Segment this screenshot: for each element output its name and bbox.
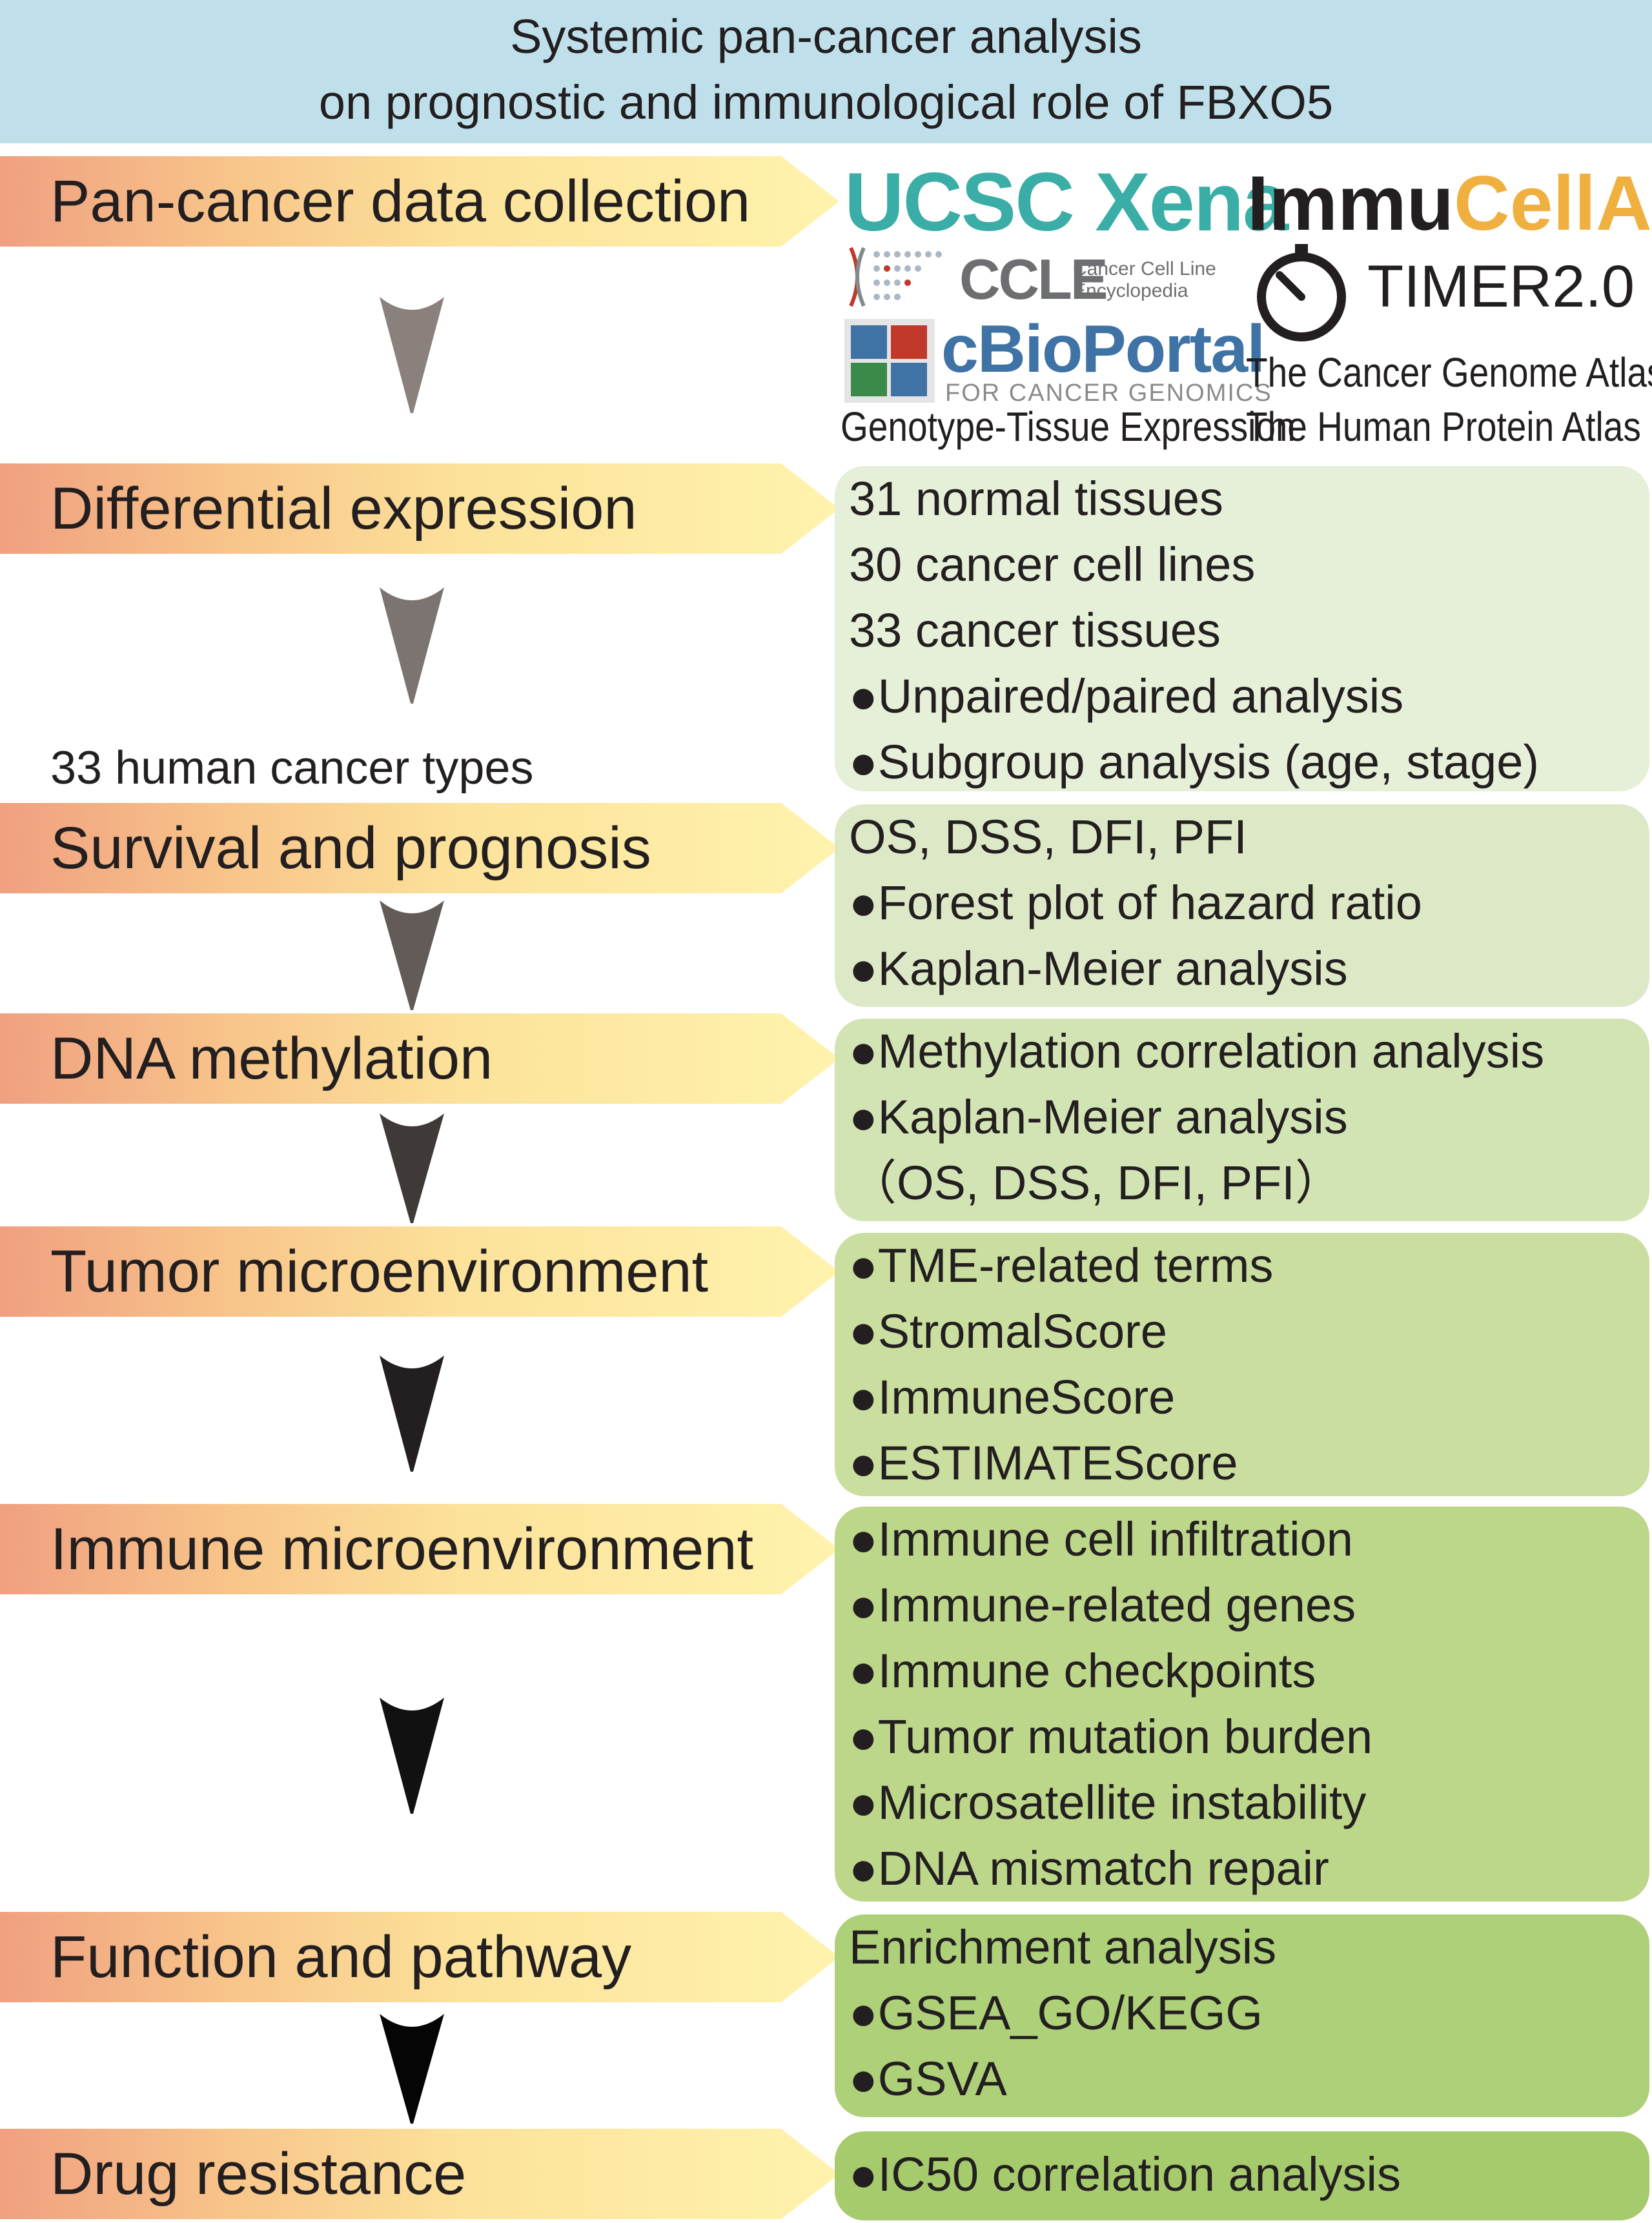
step-banner-immune-microenvironment: Immune microenvironment	[0, 1504, 839, 1594]
flow-arrow-4	[380, 1113, 444, 1223]
step-label: Survival and prognosis	[50, 815, 651, 881]
info-line: ●ImmuneScore	[849, 1370, 1176, 1424]
info-box-methylation: ●Methylation correlation analysis ●Kapla…	[835, 1019, 1649, 1221]
ccle-subtitle-2: Encyclopedia	[1073, 280, 1188, 301]
step-banner-function-pathway: Function and pathway	[0, 1912, 839, 2002]
cbioportal-logo: cBioPortal	[941, 312, 1265, 387]
flow-arrow-1	[380, 297, 444, 413]
info-line: （OS, DSS, DFI, PFI）	[849, 1156, 1343, 1210]
timer-stopwatch-icon	[1250, 241, 1353, 345]
info-line: ●Forest plot of hazard ratio	[849, 876, 1422, 929]
step-banner-survival: Survival and prognosis	[0, 803, 839, 893]
info-box-immune-microenvironment: ●Immune cell infiltration ●Immune-relate…	[835, 1507, 1649, 1902]
info-box-differential-expression: 31 normal tissues 30 cancer cell lines 3…	[835, 466, 1649, 791]
step-label: Differential expression	[50, 476, 637, 542]
step-label: Function and pathway	[50, 1924, 632, 1990]
info-line: ●Microsatellite instability	[849, 1776, 1367, 1829]
title-banner: Systemic pan-cancer analysis on prognost…	[0, 0, 1652, 143]
cancer-types-note: 33 human cancer types	[50, 742, 534, 794]
info-line: 30 cancer cell lines	[849, 538, 1256, 591]
info-line: Enrichment analysis	[849, 1920, 1277, 1974]
info-line: ●Immune cell infiltration	[849, 1512, 1353, 1566]
hpa-label: The Human Protein Atlas	[1246, 403, 1641, 450]
info-line: ●GSEA_GO/KEGG	[849, 1986, 1263, 2040]
flow-arrow-7	[380, 2014, 444, 2124]
info-box-survival: OS, DSS, DFI, PFI ●Forest plot of hazard…	[835, 804, 1649, 1007]
info-line: ●Methylation correlation analysis	[849, 1024, 1545, 1078]
step-banner-differential-expression: Differential expression	[0, 463, 839, 554]
flow-arrow-2	[380, 587, 444, 704]
flow-arrow-3	[380, 900, 444, 1010]
info-line: ●ESTIMATEScore	[849, 1436, 1238, 1490]
info-box-drug-resistance: ●IC50 correlation analysis	[835, 2131, 1649, 2220]
cbioportal-icon	[844, 319, 935, 403]
info-line: ●DNA mismatch repair	[849, 1842, 1329, 1895]
info-line: ●GSVA	[849, 2052, 1007, 2106]
info-line: ●Tumor mutation burden	[849, 1710, 1373, 1763]
info-line: OS, DSS, DFI, PFI	[849, 810, 1247, 864]
ucsc-xena-logo: UCSC Xena	[844, 156, 1289, 249]
tcga-label: The Cancer Genome Atlas	[1246, 349, 1652, 396]
info-line: ●StromalScore	[849, 1304, 1167, 1358]
step-banner-methylation: DNA methylation	[0, 1013, 839, 1104]
immucellai-logo: ImmuCellAI	[1247, 159, 1652, 248]
info-box-function-pathway: Enrichment analysis ●GSEA_GO/KEGG ●GSVA	[835, 1914, 1649, 2117]
info-line: ●Kaplan-Meier analysis	[849, 942, 1348, 995]
step-banner-drug-resistance: Drug resistance	[0, 2129, 839, 2219]
timer-logo: TIMER2.0	[1367, 254, 1635, 320]
immucellai-prefix: Immu	[1247, 160, 1454, 247]
step-label: DNA methylation	[50, 1026, 493, 1091]
step-label: Immune microenvironment	[50, 1516, 754, 1582]
info-line: 31 normal tissues	[849, 472, 1223, 525]
info-box-tumor-microenvironment: ●TME-related terms ●StromalScore ●Immune…	[835, 1233, 1649, 1496]
flow-arrow-5	[380, 1355, 444, 1472]
info-line: ●TME-related terms	[849, 1239, 1274, 1292]
immucellai-suffix: CellAI	[1454, 160, 1652, 247]
cbioportal-subtitle: FOR CANCER GENOMICS	[945, 380, 1272, 407]
info-line: ●Unpaired/paired analysis	[849, 669, 1404, 723]
info-line: ●IC50 correlation analysis	[849, 2147, 1401, 2201]
step-label: Drug resistance	[50, 2141, 467, 2207]
ccle-subtitle-1: Cancer Cell Line	[1073, 258, 1216, 279]
ccle-dots-icon	[844, 241, 974, 312]
gtex-label: Genotype-Tissue Expression	[841, 403, 1296, 450]
step-label: Pan-cancer data collection	[50, 168, 751, 234]
flow-arrow-6	[380, 1698, 444, 1814]
info-line: ●Kaplan-Meier analysis	[849, 1090, 1348, 1144]
info-line: ●Immune checkpoints	[849, 1644, 1316, 1698]
info-line: 33 cancer tissues	[849, 604, 1221, 657]
ccle-logo: CCLE	[959, 247, 1108, 311]
step-banner-data-collection: Pan-cancer data collection	[0, 156, 839, 247]
info-line: ●Immune-related genes	[849, 1578, 1356, 1632]
info-line: ●Subgroup analysis (age, stage)	[849, 735, 1539, 789]
title-line-2: on prognostic and immunological role of …	[318, 76, 1334, 129]
title-line-1: Systemic pan-cancer analysis	[510, 10, 1142, 63]
step-label: Tumor microenvironment	[50, 1239, 709, 1304]
data-source-logos: UCSC Xena ImmuCellAI CCLE Cancer Cell Li…	[839, 150, 1652, 453]
step-banner-tumor-microenvironment: Tumor microenvironment	[0, 1226, 839, 1317]
